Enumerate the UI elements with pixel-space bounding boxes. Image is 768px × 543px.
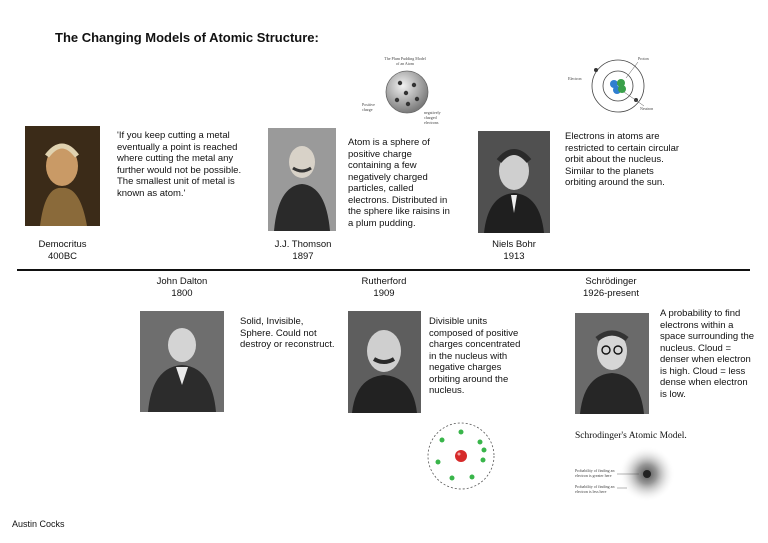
- rutherford-model-diagram: [424, 420, 498, 492]
- dalton-description: Solid, Invisible, Sphere. Could not dest…: [240, 316, 335, 350]
- dalton-date: 1800: [171, 288, 193, 299]
- dalton-portrait: [140, 311, 224, 412]
- plum-pudding-diagram: The Plum Pudding Model of an Atom Positi…: [362, 56, 448, 125]
- thomson-label: J.J. Thomson 1897: [262, 239, 344, 263]
- rutherford-portrait: [348, 311, 421, 413]
- thomson-name: J.J. Thomson: [274, 239, 332, 250]
- schrodinger-date: 1926-present: [583, 288, 639, 299]
- democritus-name: Democritus: [38, 239, 87, 250]
- democritus-date: 400BC: [47, 251, 78, 262]
- bohr-name: Niels Bohr: [492, 239, 536, 250]
- schrodinger-description: A probability to find electrons within a…: [660, 308, 755, 400]
- democritus-description: 'If you keep cutting a metal eventually …: [117, 130, 242, 199]
- rutherford-date: 1909: [373, 288, 395, 299]
- thomson-description: Atom is a sphere of positive charge cont…: [348, 137, 450, 229]
- schrodinger-model-caption: Schrodinger's Atomic Model.: [575, 431, 687, 441]
- dalton-label: John Dalton 1800: [140, 276, 224, 300]
- rutherford-description: Divisible units composed of positive cha…: [429, 316, 521, 396]
- schrodinger-name: Schrödinger: [585, 276, 637, 287]
- schrodinger-label: Schrödinger 1926-present: [574, 276, 648, 300]
- timeline-line: [17, 269, 750, 271]
- bohr-model-neutron-label: Neutron: [640, 106, 654, 111]
- democritus-label: Democritus 400BC: [25, 239, 100, 263]
- page-title: The Changing Models of Atomic Structure:: [55, 30, 319, 45]
- bohr-date: 1913: [503, 251, 525, 262]
- author-credit: Austin Cocks: [12, 519, 65, 529]
- plum-pudding-label-left: Positive charge: [362, 102, 375, 112]
- democritus-portrait: [25, 126, 100, 226]
- schrodinger-portrait: [575, 313, 649, 414]
- rutherford-name: Rutherford: [361, 276, 407, 287]
- bohr-model-electron-label: Electron: [568, 76, 582, 81]
- plum-pudding-label-right: negatively charged electrons: [424, 110, 441, 125]
- schrodinger-model-diagram: Probability of finding an electron is gr…: [575, 444, 687, 504]
- bohr-model-proton-label: Proton: [638, 56, 649, 61]
- thomson-portrait: [268, 128, 336, 231]
- bohr-portrait: [478, 131, 550, 233]
- bohr-model-diagram: Proton Electron Neutron: [566, 56, 670, 114]
- thomson-date: 1897: [292, 251, 314, 262]
- bohr-label: Niels Bohr 1913: [470, 239, 558, 263]
- schrodinger-model-label-high: Probability of finding an electron is gr…: [575, 468, 615, 478]
- plum-pudding-title: The Plum Pudding Model of an Atom: [384, 56, 426, 66]
- dalton-name: John Dalton: [156, 276, 208, 287]
- rutherford-label: Rutherford 1909: [346, 276, 422, 300]
- bohr-description: Electrons in atoms are restricted to cer…: [565, 131, 680, 188]
- schrodinger-model-label-low: Probability of finding an electron is le…: [575, 484, 615, 494]
